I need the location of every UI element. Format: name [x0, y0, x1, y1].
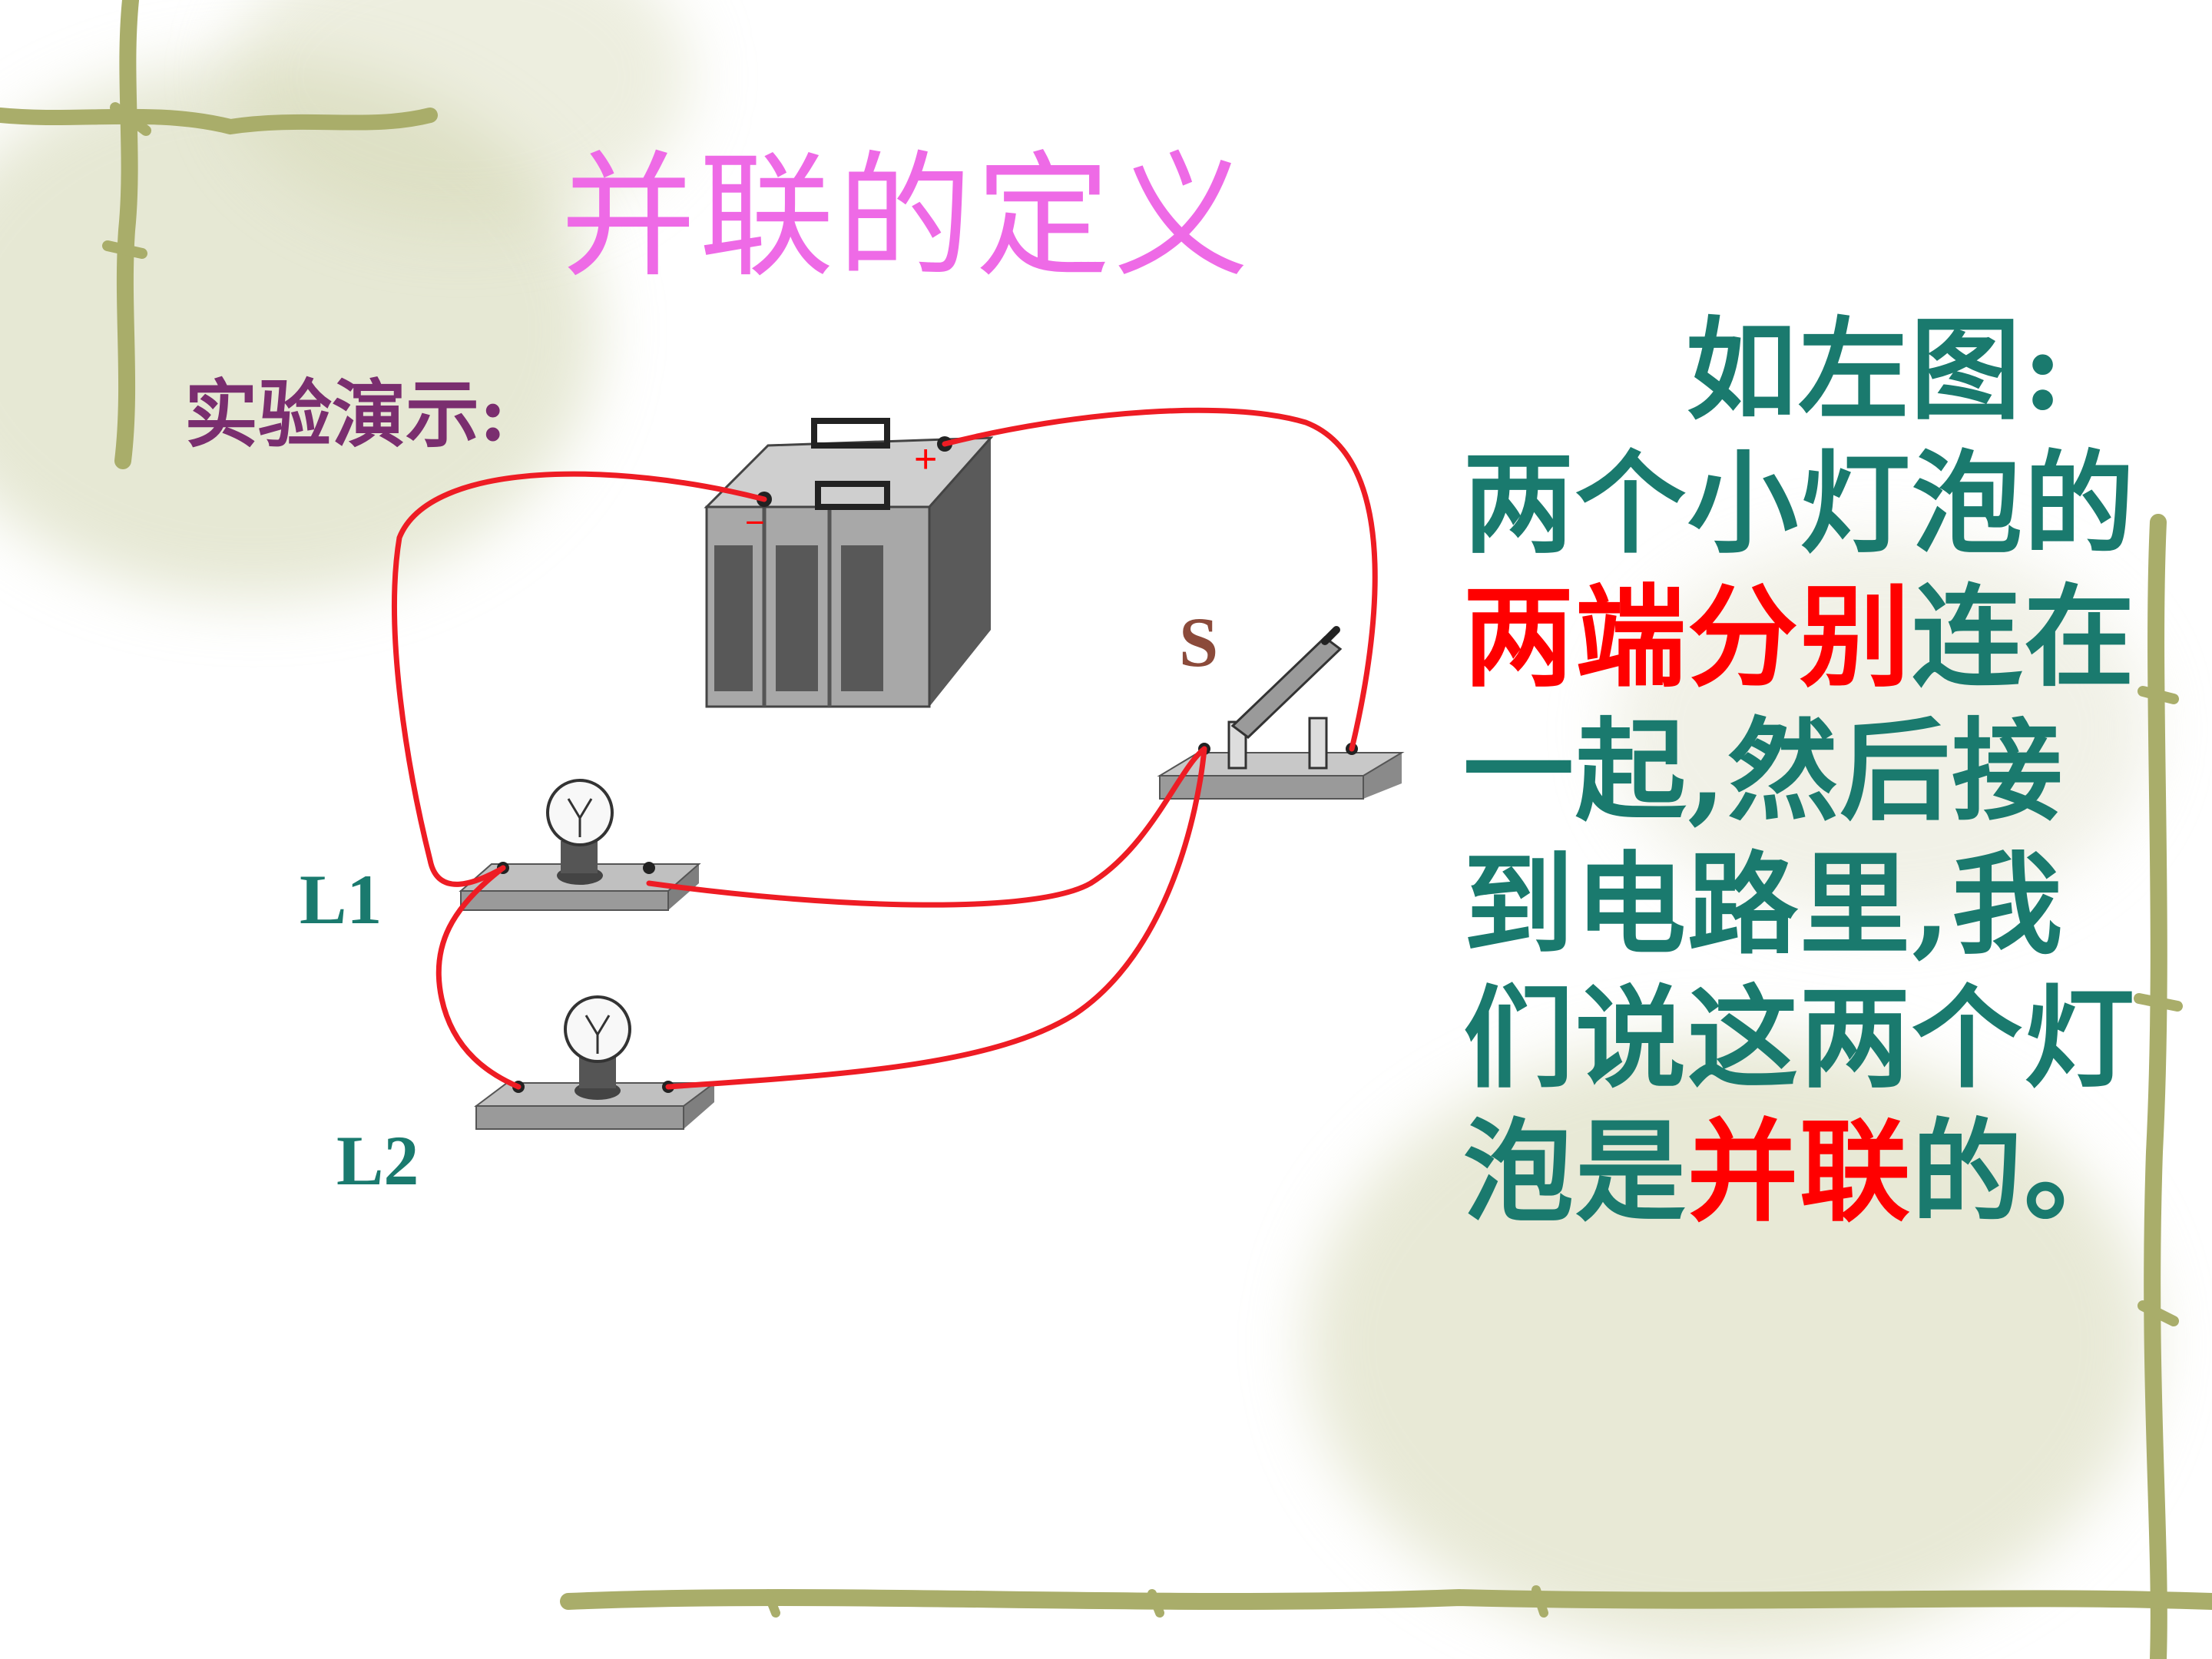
desc-line-1: 如左图: — [1686, 305, 2065, 435]
desc-text: 泡是 — [1463, 1107, 1688, 1237]
bulb-l1 — [459, 779, 701, 911]
bamboo-frame-top-left — [0, 0, 438, 469]
desc-text: 的。 — [1912, 1107, 2137, 1237]
bulb2-label: L2 — [336, 1121, 419, 1200]
wire-battery-plus-to-switch — [942, 407, 1378, 752]
desc-line-7: 泡是并联的。 — [1463, 1105, 2134, 1239]
background-wash — [0, 61, 599, 599]
bulb-l2 — [474, 995, 717, 1130]
knife-switch — [1157, 626, 1405, 800]
battery-plus-sign: + — [914, 437, 937, 482]
wire-l1-to-l2-left — [435, 865, 522, 1090]
bulb1-label: L1 — [300, 860, 382, 939]
wire-battery-minus-to-l1 — [392, 471, 767, 887]
highlight-text: 两端分别 — [1463, 572, 1912, 702]
background-wash — [1306, 1037, 2151, 1651]
wires — [392, 407, 1378, 1090]
wire-l1-right-to-switch — [646, 746, 1207, 908]
highlight-text: 并联 — [1687, 1107, 1912, 1237]
description-text: 如左图: 两个小灯泡的 两端分别连在 一起,然后接 到电路里,我 们说这两个灯 … — [1463, 303, 2137, 1239]
page-title: 并联的定义 — [561, 138, 1253, 296]
background-wash — [1613, 538, 2151, 922]
switch-label: S — [1179, 603, 1219, 681]
desc-line-2: 两个小灯泡的 — [1463, 439, 2137, 568]
desc-text: 连在 — [1912, 572, 2137, 702]
wire-l2-right-to-switch — [665, 746, 1207, 1090]
battery-minus-sign: − — [745, 504, 765, 541]
battery — [704, 418, 994, 708]
demo-label: 实验演示: — [184, 371, 507, 458]
desc-line-6: 们说这两个灯 — [1463, 973, 2137, 1103]
bamboo-frame-bottom-right — [560, 514, 2212, 1659]
desc-line-3: 两端分别连在 — [1463, 571, 2134, 704]
desc-line-5: 到电路里,我 — [1463, 839, 2065, 969]
desc-line-4: 一起,然后接 — [1463, 706, 2065, 836]
